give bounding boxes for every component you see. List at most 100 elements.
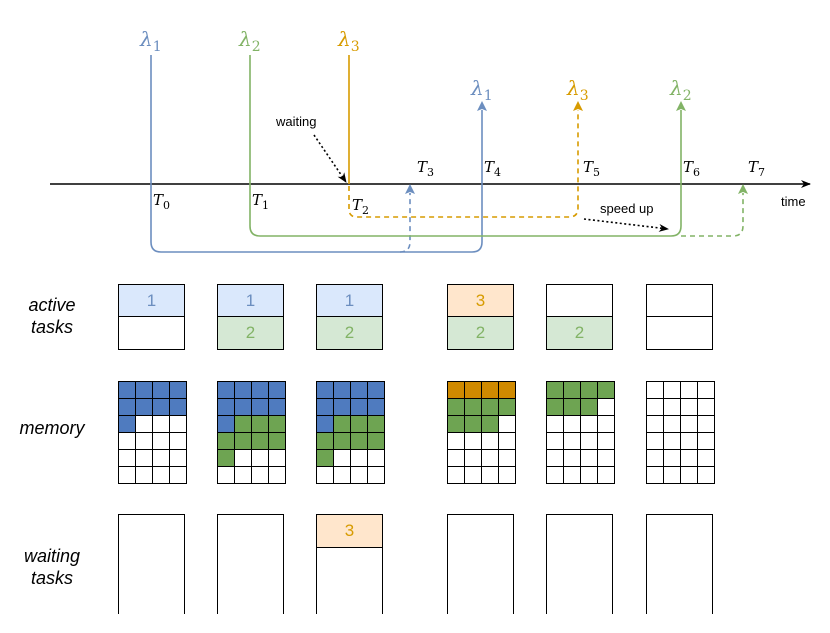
memory-cell bbox=[499, 399, 516, 416]
memory-cell bbox=[351, 416, 368, 433]
speedup-label: speed up bbox=[600, 201, 654, 216]
memory-cell bbox=[499, 416, 516, 433]
memory-cell bbox=[119, 467, 136, 484]
memory-cell bbox=[351, 433, 368, 450]
tick-label-t5: T5 bbox=[583, 158, 600, 179]
completion-label-task2: λ2 bbox=[669, 76, 692, 104]
memory-cell bbox=[153, 399, 170, 416]
waiting-label: waiting bbox=[275, 114, 316, 129]
memory-cell bbox=[269, 416, 286, 433]
speedup-arrow bbox=[583, 218, 669, 232]
memory-cell bbox=[647, 416, 664, 433]
memory-cell bbox=[269, 433, 286, 450]
memory-cell bbox=[581, 399, 598, 416]
memory-cell bbox=[482, 433, 499, 450]
waiting-tasks-box bbox=[546, 514, 613, 614]
memory-cell bbox=[482, 416, 499, 433]
memory-cell bbox=[698, 416, 715, 433]
memory-cell bbox=[218, 467, 235, 484]
completion-label-task3: λ3 bbox=[566, 76, 589, 104]
memory-cell bbox=[252, 382, 269, 399]
memory-cell bbox=[170, 382, 187, 399]
memory-cell bbox=[218, 433, 235, 450]
memory-grid bbox=[447, 381, 516, 484]
memory-cell bbox=[465, 467, 482, 484]
memory-cell bbox=[334, 467, 351, 484]
memory-cell bbox=[499, 433, 516, 450]
memory-cell bbox=[368, 382, 385, 399]
memory-cell bbox=[368, 416, 385, 433]
memory-cell bbox=[317, 382, 334, 399]
task2-path bbox=[249, 55, 686, 237]
memory-cell bbox=[119, 450, 136, 467]
memory-cell bbox=[698, 450, 715, 467]
arrival-label-task1: λ1 bbox=[139, 27, 162, 55]
memory-cell bbox=[153, 433, 170, 450]
active-task-slot bbox=[647, 285, 712, 317]
active-task-slot: 2 bbox=[317, 317, 382, 349]
memory-cell bbox=[136, 416, 153, 433]
memory-cell bbox=[334, 382, 351, 399]
memory-cell bbox=[269, 450, 286, 467]
task1-dashed-path bbox=[399, 184, 415, 253]
memory-cell bbox=[465, 382, 482, 399]
memory-cell bbox=[448, 467, 465, 484]
memory-cell bbox=[235, 399, 252, 416]
memory-cell bbox=[218, 416, 235, 433]
memory-cell bbox=[482, 382, 499, 399]
memory-grid bbox=[316, 381, 385, 484]
row-label-memory: memory bbox=[19, 418, 85, 438]
memory-cell bbox=[269, 467, 286, 484]
memory-cell bbox=[235, 416, 252, 433]
memory-cell bbox=[448, 416, 465, 433]
memory-cell bbox=[153, 467, 170, 484]
waiting-tasks-box: 3 bbox=[316, 514, 383, 614]
memory-cell bbox=[598, 399, 615, 416]
memory-cell bbox=[547, 382, 564, 399]
memory-cell bbox=[153, 450, 170, 467]
memory-cell bbox=[235, 450, 252, 467]
memory-cell bbox=[235, 467, 252, 484]
memory-cell bbox=[448, 450, 465, 467]
memory-cell bbox=[698, 382, 715, 399]
memory-cell bbox=[647, 450, 664, 467]
memory-cell bbox=[681, 416, 698, 433]
active-tasks-box bbox=[646, 284, 713, 350]
memory-cell bbox=[581, 416, 598, 433]
active-task-slot: 2 bbox=[547, 317, 612, 349]
memory-cell bbox=[351, 382, 368, 399]
memory-cell bbox=[681, 382, 698, 399]
memory-cell bbox=[598, 433, 615, 450]
memory-cell bbox=[664, 399, 681, 416]
memory-cell bbox=[564, 467, 581, 484]
memory-cell bbox=[119, 382, 136, 399]
memory-cell bbox=[664, 467, 681, 484]
tick-label-t2: T2 bbox=[352, 196, 369, 217]
memory-cell bbox=[351, 399, 368, 416]
memory-cell bbox=[368, 467, 385, 484]
memory-cell bbox=[581, 382, 598, 399]
memory-cell bbox=[664, 450, 681, 467]
memory-cell bbox=[547, 399, 564, 416]
memory-cell bbox=[269, 399, 286, 416]
memory-cell bbox=[317, 467, 334, 484]
memory-cell bbox=[499, 382, 516, 399]
active-task-slot: 3 bbox=[448, 285, 513, 317]
active-task-slot: 1 bbox=[218, 285, 283, 317]
memory-cell bbox=[235, 433, 252, 450]
tick-label-t4: T4 bbox=[484, 158, 501, 179]
memory-cell bbox=[681, 399, 698, 416]
row-label-active-tasks: active tasks bbox=[28, 295, 76, 337]
memory-grid bbox=[646, 381, 715, 484]
memory-cell bbox=[681, 450, 698, 467]
memory-cell bbox=[235, 382, 252, 399]
memory-cell bbox=[252, 467, 269, 484]
memory-cell bbox=[664, 433, 681, 450]
row-label-waiting-tasks: waiting tasks bbox=[23, 546, 81, 588]
memory-cell bbox=[334, 416, 351, 433]
memory-cell bbox=[647, 382, 664, 399]
waiting-tasks-box bbox=[217, 514, 284, 614]
tick-label-t0: T0 bbox=[153, 191, 170, 212]
memory-cell bbox=[153, 416, 170, 433]
